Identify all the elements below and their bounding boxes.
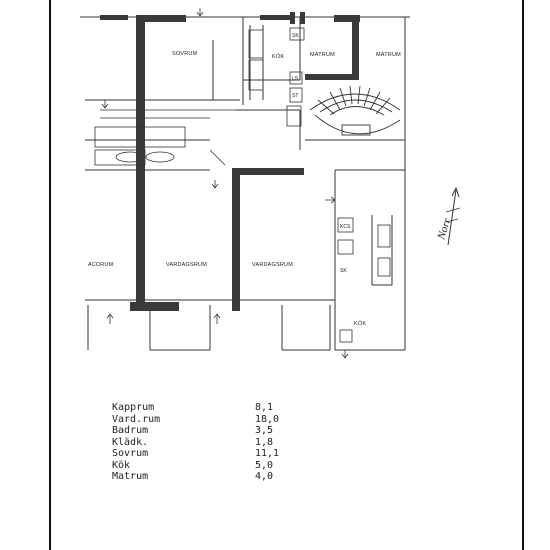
room-label-matrum-1: MATRUM xyxy=(310,52,335,58)
area-row: Matrum 4,0 xyxy=(112,471,295,483)
area-value: 18,0 xyxy=(255,413,280,425)
area-name: Badrum xyxy=(112,425,149,436)
room-label-matrum-2: MATRUM xyxy=(376,52,401,58)
room-label-vardagsrum-1: VARDAGSRUM xyxy=(166,262,207,268)
area-table: Kapprum 8,1 Vard.rum 18,0 Badrum 3,5 Klä… xyxy=(112,402,295,483)
area-row: Kök 5,0 xyxy=(112,460,295,472)
room-label-kok-right: KÖK xyxy=(354,320,366,327)
fixture-label-st: ST xyxy=(292,93,298,99)
area-value: 4,0 xyxy=(255,471,274,482)
north-label: Norr xyxy=(435,216,454,242)
area-name: Kapprum xyxy=(112,402,155,413)
area-name: Vard.rum xyxy=(112,413,161,425)
page-border-left xyxy=(49,0,51,550)
area-value: 5,0 xyxy=(255,459,274,471)
bearing-walls xyxy=(100,12,360,311)
fixture-label-kcs: KCS xyxy=(340,224,351,230)
fixture-label-sk-right: SK xyxy=(340,268,347,274)
area-value: 1,8 xyxy=(255,436,274,448)
north-arrow: Norr xyxy=(435,186,461,246)
area-name: Sovrum xyxy=(112,448,149,459)
room-label-acdrum: ACDRUM xyxy=(88,262,114,268)
room-label-kok-top: KÖK xyxy=(272,53,284,60)
thin-walls xyxy=(80,16,410,351)
room-label-vardagsrum-2: VARDAGSRUM xyxy=(252,262,293,268)
area-row: Vard.rum 18,0 xyxy=(112,414,295,426)
fixtures xyxy=(94,27,391,343)
area-value: 3,5 xyxy=(255,425,274,436)
area-name: Kök xyxy=(112,459,131,471)
area-row: Sovrum 11,1 xyxy=(112,448,295,460)
door-arrows xyxy=(101,8,349,359)
fixture-label-sk-top: SK xyxy=(292,33,299,39)
room-label-sovrum: SOVRUM xyxy=(172,51,198,57)
staircase xyxy=(309,85,401,136)
page-border-right xyxy=(522,0,524,550)
area-row: Badrum 3,5 xyxy=(112,425,295,437)
area-name: Matrum xyxy=(112,471,149,482)
area-value: 11,1 xyxy=(255,448,280,459)
area-value: 8,1 xyxy=(255,402,274,413)
fixture-label-ls: LS xyxy=(292,76,299,82)
area-row: Klädk. 1,8 xyxy=(112,437,295,449)
area-name: Klädk. xyxy=(112,436,149,448)
area-row: Kapprum 8,1 xyxy=(112,402,295,414)
